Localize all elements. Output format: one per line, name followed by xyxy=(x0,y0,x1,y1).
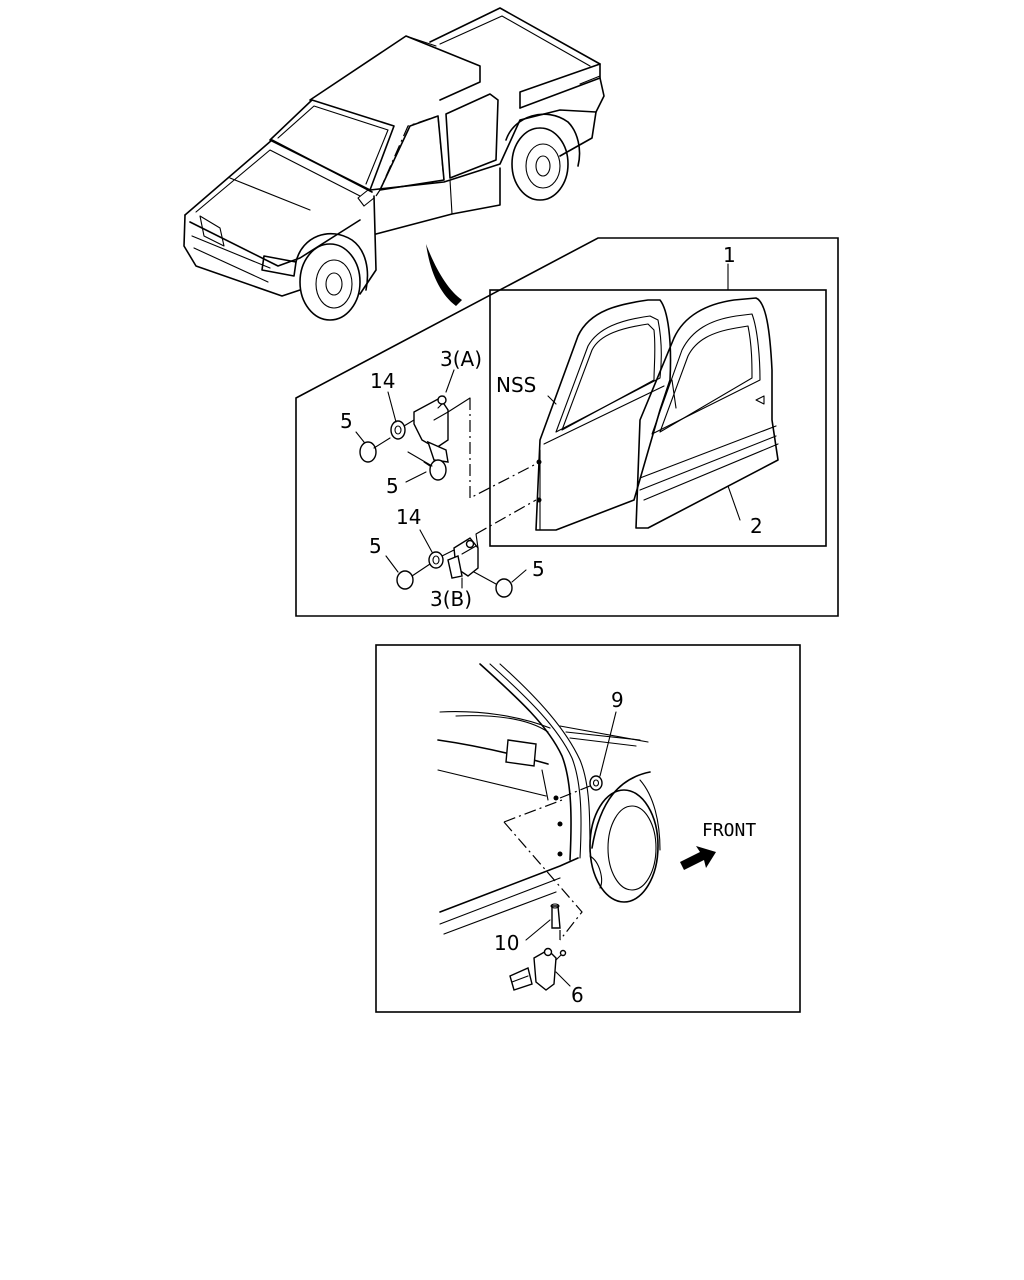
callout-14-lower: 14 xyxy=(396,505,421,529)
callout-2: 2 xyxy=(750,514,763,538)
nut xyxy=(559,711,617,799)
washer-lower xyxy=(428,549,455,569)
door-panel-frame xyxy=(295,237,839,617)
callout-5-a: 5 xyxy=(340,409,353,433)
callout-10: 10 xyxy=(494,931,519,955)
callout-9: 9 xyxy=(611,688,624,712)
front-direction-indicator: FRONT xyxy=(680,820,756,870)
door-inner-panel xyxy=(635,297,779,529)
bolt-upper-left xyxy=(359,437,391,463)
callout-6: 6 xyxy=(571,983,584,1007)
callout-3b: 3(B) xyxy=(430,587,472,611)
pointer-arrow xyxy=(426,244,462,306)
bolt-upper-right xyxy=(407,451,447,481)
hinge-lower xyxy=(447,533,479,579)
washer-upper xyxy=(390,419,415,440)
front-arrow-icon xyxy=(680,846,716,870)
callout-5-b: 5 xyxy=(386,474,399,498)
callout-5-d: 5 xyxy=(532,557,545,581)
truck-illustration xyxy=(183,7,605,321)
body-pillar-detail xyxy=(437,663,661,935)
callout-1: 1 xyxy=(723,243,736,267)
callout-14-upper: 14 xyxy=(370,369,395,393)
callout-nss: NSS xyxy=(496,373,536,397)
bolt-lower-left xyxy=(396,563,431,590)
door-outer-nss xyxy=(535,299,672,531)
detail-panel-frame xyxy=(375,644,801,1013)
callout-5-c: 5 xyxy=(369,534,382,558)
callout-3a: 3(A) xyxy=(440,347,482,371)
pin xyxy=(525,903,561,941)
bolt-lower-right xyxy=(473,571,513,598)
hinge-upper xyxy=(413,395,471,463)
checker-bracket xyxy=(509,947,571,991)
front-label: FRONT xyxy=(702,820,756,841)
